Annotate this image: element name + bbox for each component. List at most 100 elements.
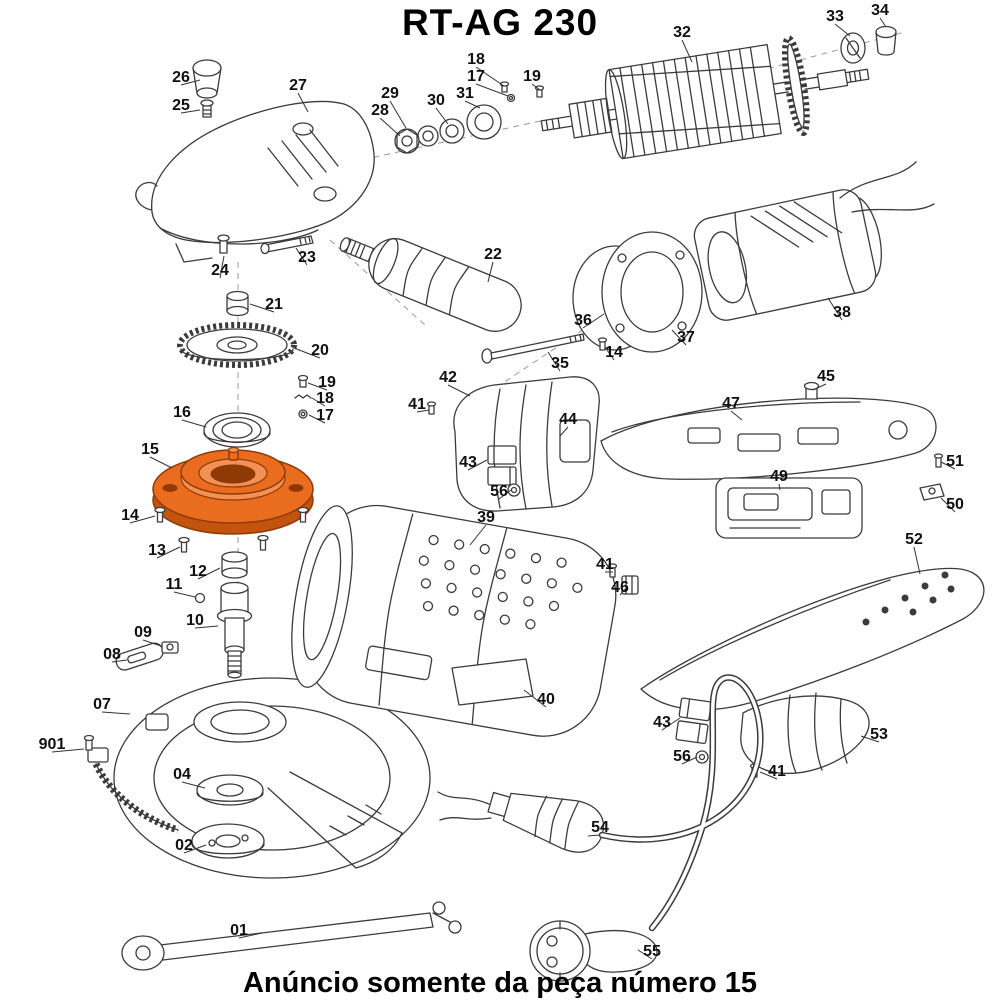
leader-line-21-15 [249,303,275,313]
leader-line-23-14 [295,247,308,266]
part-label-43-55: 43 [653,714,671,731]
field-housing-shells [453,376,600,512]
part-label-56-43: 56 [490,483,508,500]
leader-line-31-9 [464,100,481,109]
stator [693,189,882,321]
bearing-flange-highlighted [152,446,314,535]
long-screw [481,333,585,364]
leader-line-25-1 [180,109,201,114]
part-label-26-0: 26 [172,69,190,86]
leader-line-41-57 [759,771,778,780]
leader-line-19-5 [531,83,541,91]
leader-line-32-10 [681,39,693,63]
part-label-13-23: 13 [148,542,166,559]
part-label-47-46: 47 [722,395,740,412]
part-label-39-50: 39 [477,509,495,526]
part-label-08-28: 08 [103,646,121,663]
part-label-10-26: 10 [186,612,204,629]
brush-holder-2 [675,697,712,745]
gear-head-housing [135,100,375,263]
nameplate [451,658,534,706]
part-label-37-38: 37 [677,329,695,346]
leader-line-11-25 [173,591,196,598]
part-label-09-27: 09 [134,624,152,641]
part-label-40-53: 40 [537,691,555,708]
part-label-20-16: 20 [311,342,329,359]
wheel-guard [113,677,431,879]
leader-line-07-29 [101,711,131,715]
power-plug [529,920,658,982]
pin-11 [194,592,206,604]
spacer-21 [226,290,249,317]
rear-housing [600,397,937,480]
page-title: RT-AG 230 [401,2,599,43]
leader-line-46-52 [619,585,629,596]
leader-line-45-45 [812,383,827,391]
leader-line-02-32 [183,844,207,854]
part-label-15-21: 15 [141,441,159,458]
part-label-55-60: 55 [643,943,661,960]
leader-line-52-54 [913,546,921,575]
part-label-27-2: 27 [289,77,307,94]
part-label-23-14: 23 [298,249,316,266]
leader-line-43-42 [467,459,488,471]
part-label-19-5: 19 [523,68,541,85]
leader-line-29-6 [389,100,407,129]
leader-line-22-34 [487,261,494,283]
leader-line-43-55 [661,717,681,731]
rear-housing-hardware [803,381,945,501]
leader-line-14-36 [604,346,615,361]
part-label-19-17: 19 [318,374,336,391]
leader-line-54-59 [587,834,601,837]
part-label-16-20: 16 [173,404,191,421]
flange-nut [191,823,265,859]
bearing-sleeve [875,25,897,56]
part-label-25-1: 25 [172,97,190,114]
part-label-18-3: 18 [467,51,485,68]
part-label-901-30: 901 [39,736,66,753]
leader-line-41-41 [416,409,430,413]
part-label-46-52: 46 [611,579,629,596]
leader-line-04-31 [181,781,206,789]
terminal-hardware [607,563,639,595]
ball-bearing [203,412,271,448]
stator-wires [839,161,935,213]
spindle [216,581,253,679]
part-label-18-18: 18 [316,390,334,407]
part-label-53-58: 53 [870,726,888,743]
leader-line-53-58 [860,735,880,743]
listing-caption: Anúncio somente da peça número 15 [242,967,758,999]
small-hardware-left [294,374,312,419]
leader-line-12-24 [197,567,221,580]
part-label-38-39: 38 [833,304,851,321]
leader-line-17-19 [308,414,326,424]
leader-line-10-26 [194,625,219,629]
part-label-56-56: 56 [673,748,691,765]
leader-line-44-44 [559,426,569,437]
leader-line-50-49 [940,497,956,513]
part-label-41-51: 41 [596,556,614,573]
leader-line-47-46 [730,410,743,421]
housing-screws [217,234,314,255]
part-label-24-13: 24 [211,262,229,279]
flange-screws [154,506,309,553]
leader-line-34-12 [879,17,887,28]
part-label-30-8: 30 [427,92,445,109]
leader-line-56-43 [498,489,512,500]
leader-line-30-8 [435,107,449,125]
part-label-04-31: 04 [173,766,191,783]
leader-line-18-3 [475,66,505,87]
part-label-17-4: 17 [467,68,485,85]
part-label-35-37: 35 [551,355,569,372]
leader-line-37-38 [671,329,687,346]
part-label-32-10: 32 [673,24,691,41]
leader-line-39-50 [469,524,487,546]
leader-line-09-27 [142,639,162,647]
adjustment-knob [192,59,222,118]
bevel-gear [177,322,297,368]
part-label-21-15: 21 [265,296,283,313]
part-label-29-6: 29 [381,85,399,102]
